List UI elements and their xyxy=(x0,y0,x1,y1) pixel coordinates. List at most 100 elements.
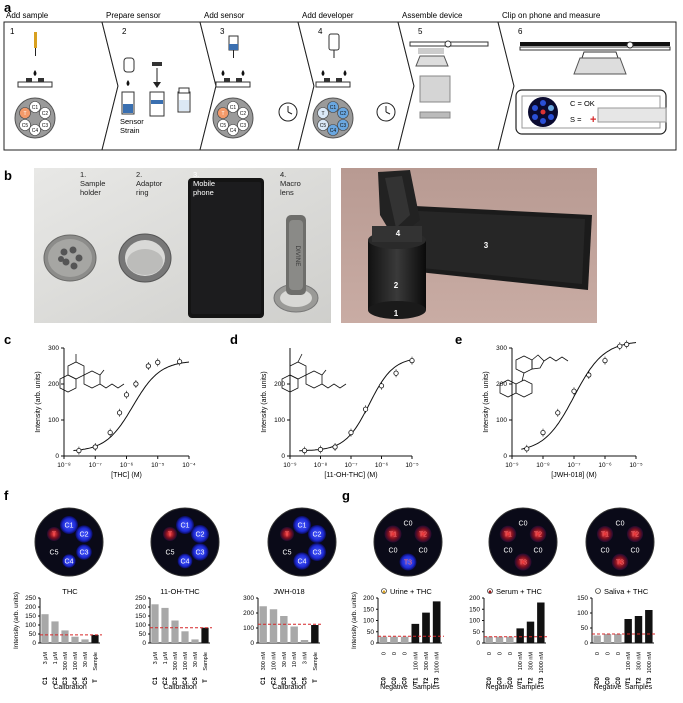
bar-sublabel: 1000 nM xyxy=(539,652,545,674)
drop-icon xyxy=(321,70,325,76)
bar xyxy=(390,636,398,643)
bar xyxy=(614,634,622,643)
workflow-step-title: Add sensor xyxy=(204,11,245,20)
data-point xyxy=(145,363,151,369)
x-axis-label: [JWH-018] (M) xyxy=(551,472,597,479)
bar-sublabel: 30 nM xyxy=(83,652,89,668)
workflow-step-title: Assemble device xyxy=(402,11,463,20)
bar xyxy=(290,626,298,643)
panel-label-f: f xyxy=(4,488,9,503)
well xyxy=(227,124,239,136)
bar xyxy=(634,616,643,643)
group-label-negative: Negative xyxy=(594,684,622,691)
bar xyxy=(432,601,441,643)
drop-icon xyxy=(241,70,245,76)
x-axis-label: Calibration xyxy=(163,684,197,691)
dish-body xyxy=(585,507,655,577)
bar-category: C0 xyxy=(392,677,398,685)
x-tick-label: 10⁻⁷ xyxy=(89,462,103,469)
dish-well-label: T2 xyxy=(534,532,542,539)
plate-tray xyxy=(315,81,351,88)
adaptor-icon xyxy=(419,75,451,103)
dish-well-label: C2 xyxy=(313,532,322,539)
well xyxy=(327,101,339,113)
dish-well-label: C1 xyxy=(65,523,74,530)
data-point xyxy=(555,410,561,416)
y-axis-label: Intensity (arb. units) xyxy=(351,592,358,649)
well-label: C5 xyxy=(220,123,227,129)
part-label-num: 3. xyxy=(193,170,199,179)
well-label: C5 xyxy=(22,123,29,129)
dish-well-label: T1 xyxy=(504,532,512,539)
part-label-line: lens xyxy=(280,188,294,197)
result-s-text: S = xyxy=(570,115,582,124)
bar-category: T1 xyxy=(413,677,419,685)
workflow-step-number: 6 xyxy=(518,27,523,36)
dish-well xyxy=(414,525,432,543)
well xyxy=(337,119,349,131)
well xyxy=(217,107,229,119)
bar-sublabel: 0 xyxy=(616,652,622,655)
bar xyxy=(81,639,89,643)
data-point xyxy=(378,383,385,389)
y-tick-label: 200 xyxy=(496,381,507,388)
dish-well xyxy=(499,525,517,543)
parts-photo: DIVINE 1.Sampleholder2.Adaptorring3.Mobi… xyxy=(34,168,331,323)
bar xyxy=(51,621,59,643)
dish-well-label: C2 xyxy=(196,532,205,539)
drop-icon xyxy=(343,70,347,76)
data-point xyxy=(586,372,592,378)
part-label-line: Adaptor xyxy=(136,179,163,188)
x-tick-label: 10⁻⁹ xyxy=(283,462,297,469)
chart-title: Saliva + THC xyxy=(604,587,649,596)
panel-label-a: a xyxy=(4,0,12,15)
panel-label-e: e xyxy=(455,332,462,347)
x-axis-label: Calibration xyxy=(53,684,87,691)
bar xyxy=(161,607,169,643)
data-point xyxy=(348,429,354,436)
bar-sublabel: 300 nM xyxy=(424,652,430,671)
dish-well xyxy=(280,527,294,541)
y-tick-label: 100 xyxy=(469,618,480,625)
y-tick-label: 0 xyxy=(584,640,588,647)
panel-label-b: b xyxy=(4,168,12,183)
result-plus-icon: + xyxy=(590,114,596,126)
data-point xyxy=(116,410,123,416)
x-tick-label: 10⁻⁷ xyxy=(344,462,358,469)
well-label: C4 xyxy=(230,128,237,134)
y-axis-label: Intensity (arb. units) xyxy=(483,371,490,432)
well xyxy=(19,119,31,131)
dish-well-label: C3 xyxy=(313,550,322,557)
bar xyxy=(71,636,79,643)
sensor-label: Sensor xyxy=(120,117,144,126)
well xyxy=(29,124,41,136)
x-tick-label: 10⁻⁷ xyxy=(567,462,581,469)
dish-well xyxy=(308,525,326,543)
bar-sublabel: 0 xyxy=(498,652,504,655)
panel-label-g: g xyxy=(342,488,350,503)
y-tick-label: 0 xyxy=(142,640,146,647)
dish-body xyxy=(373,507,443,577)
bar-category: C4 xyxy=(292,677,298,685)
y-tick-label: 50 xyxy=(581,625,589,632)
bar-sublabel: 1000 nM xyxy=(647,652,653,674)
well-label: C3 xyxy=(240,123,247,129)
data-point xyxy=(362,406,369,412)
y-tick-label: 200 xyxy=(363,595,374,602)
bar-sublabel: 30 nM xyxy=(282,652,288,668)
bar-category: T2 xyxy=(529,677,535,685)
well xyxy=(337,107,349,119)
fit-curve xyxy=(73,361,190,452)
data-point xyxy=(602,357,608,364)
bar-category: C2 xyxy=(272,677,278,685)
x-tick-label: 10⁻⁹ xyxy=(505,462,519,469)
bar xyxy=(201,627,209,643)
dish-well xyxy=(177,553,193,569)
pipette-icon xyxy=(328,33,340,51)
data-point xyxy=(332,444,338,450)
bar xyxy=(411,623,420,643)
